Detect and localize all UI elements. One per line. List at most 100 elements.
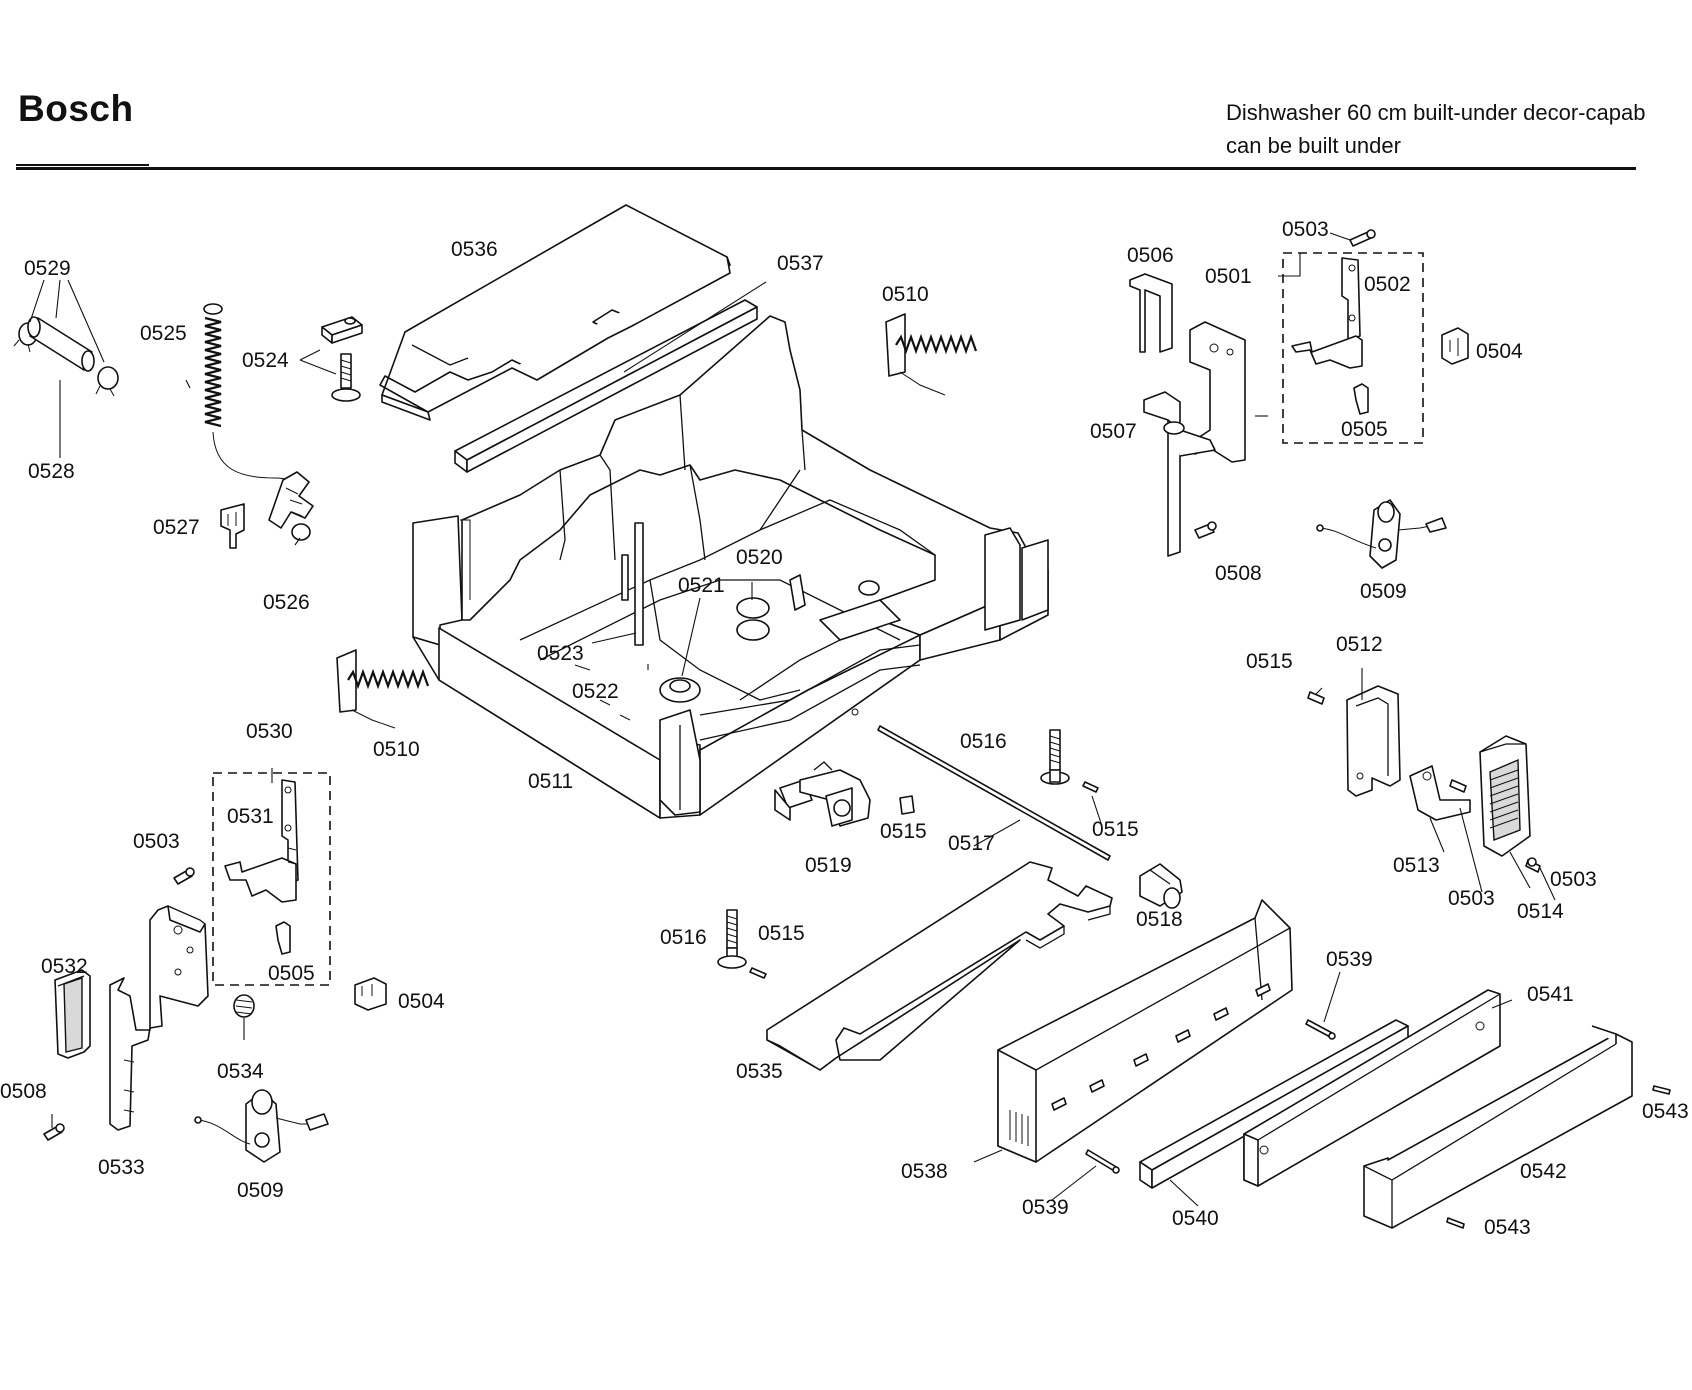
screw-0515-mid [899, 795, 915, 815]
callout-0529: 0529 [24, 257, 71, 280]
callout-0502: 0502 [1364, 273, 1411, 296]
screw-0508-bottom [43, 1123, 65, 1141]
callout-0524: 0524 [242, 349, 289, 372]
rod-0517 [877, 725, 1111, 861]
switch-0509-top [1316, 499, 1447, 569]
callout-0503-top: 0503 [1282, 218, 1329, 241]
pin-0539-top [1305, 1019, 1336, 1040]
callout-0507: 0507 [1090, 420, 1137, 443]
leveling-foot-0516-bottom [717, 909, 747, 969]
callout-0536: 0536 [451, 238, 498, 261]
hose-clamp-right [95, 366, 119, 397]
base-plate-0535 [766, 861, 1113, 1071]
valve-0519 [774, 761, 871, 827]
screw-0503-right-a [1449, 779, 1467, 793]
callout-0516-bottom: 0516 [660, 926, 707, 949]
leveling-foot-0516-top [1040, 729, 1070, 785]
callout-0517: 0517 [948, 832, 995, 855]
base-tub-0511 [412, 315, 1049, 819]
callout-0501: 0501 [1205, 265, 1252, 288]
callout-0513: 0513 [1393, 854, 1440, 877]
callout-0503-right-a: 0503 [1448, 887, 1495, 910]
bracket-0506 [1129, 273, 1173, 353]
callout-0505-top: 0505 [1341, 418, 1388, 441]
clip-0505-top [1353, 383, 1369, 415]
screw-0515-bottom [749, 967, 767, 979]
callout-labels: 0529 0528 0525 0524 0536 0537 0510 0506 … [0, 218, 1689, 1239]
screw-0503-top [1349, 229, 1376, 247]
brand-name: Bosch [18, 88, 134, 129]
callout-0514: 0514 [1517, 900, 1564, 923]
panel-0541 [1243, 989, 1501, 1187]
callout-0535: 0535 [736, 1060, 783, 1083]
callout-0508-top: 0508 [1215, 562, 1262, 585]
cover-0512 [1346, 685, 1401, 797]
callout-0509-top: 0509 [1360, 580, 1407, 603]
callout-0515-right: 0515 [1246, 650, 1293, 673]
screw-0503-bottom [173, 867, 195, 885]
hinge-part-0531 [224, 779, 299, 903]
callout-0508-bottom: 0508 [0, 1080, 47, 1103]
trim-0542 [1363, 1025, 1633, 1229]
callout-0518: 0518 [1136, 908, 1183, 931]
model-description: Dishwasher 60 cm built-under decor-capab… [1226, 96, 1645, 162]
callout-0521: 0521 [678, 574, 725, 597]
spring-bracket-0510-top [885, 313, 978, 396]
sensor-0518 [1139, 863, 1183, 909]
hose-sleeve-part [27, 316, 95, 372]
callout-0541: 0541 [1527, 983, 1574, 1006]
insulation-panel-0536 [379, 204, 731, 421]
callout-0522: 0522 [572, 680, 619, 703]
drain-hose-spring [203, 303, 314, 541]
callout-0543-bottom: 0543 [1484, 1216, 1531, 1239]
bracket-0513 [1409, 765, 1471, 821]
handle-0532 [54, 969, 91, 1059]
callout-0509-bottom: 0509 [237, 1179, 284, 1202]
insulation-strip-0537 [454, 299, 758, 473]
callout-0538: 0538 [901, 1160, 948, 1183]
callout-0504-top: 0504 [1476, 340, 1523, 363]
callout-0542: 0542 [1520, 1160, 1567, 1183]
spring-bracket-0510-bottom [336, 649, 430, 729]
callout-0539-top: 0539 [1326, 948, 1373, 971]
hinge-plate-0533 [109, 905, 209, 1131]
screw-0503-right-b [1525, 857, 1541, 873]
callout-0515-mid: 0515 [880, 820, 927, 843]
callout-0503-bottom: 0503 [133, 830, 180, 853]
callout-0506: 0506 [1127, 244, 1174, 267]
callout-0540: 0540 [1172, 1207, 1219, 1230]
callout-0530: 0530 [246, 720, 293, 743]
model-description-line-1: Dishwasher 60 cm built-under decor-capab [1226, 100, 1646, 125]
callout-0504-bottom: 0504 [398, 990, 445, 1013]
callout-0520: 0520 [736, 546, 783, 569]
callout-0510-bottom: 0510 [373, 738, 420, 761]
header-rule [16, 167, 1636, 170]
callout-0526: 0526 [263, 591, 310, 614]
callout-0539-bottom: 0539 [1022, 1196, 1069, 1219]
callout-0532: 0532 [41, 955, 88, 978]
callout-0537: 0537 [777, 252, 824, 275]
switch-0509-bottom [194, 1089, 329, 1163]
callout-0519: 0519 [805, 854, 852, 877]
hose-bracket-0527 [220, 503, 245, 549]
callout-0534: 0534 [217, 1060, 264, 1083]
screw-0543-bottom [1446, 1217, 1465, 1229]
leader-lines [29, 232, 1556, 1207]
screw-0524 [321, 316, 363, 402]
knob-0534 [233, 994, 255, 1018]
callout-0523: 0523 [537, 642, 584, 665]
callout-0533: 0533 [98, 1156, 145, 1179]
clip-0505-bottom [275, 921, 291, 955]
callout-0525: 0525 [140, 322, 187, 345]
block-0504-top [1441, 327, 1469, 365]
callout-0527: 0527 [153, 516, 200, 539]
block-0504-bottom [354, 977, 387, 1011]
screw-0543-right [1652, 1085, 1671, 1095]
hinge-part-0502 [1291, 257, 1363, 369]
hinge-plate-0507 [1143, 321, 1246, 557]
callout-0505-bottom: 0505 [268, 962, 315, 985]
screw-0515-right [1307, 691, 1325, 705]
vent-cover-0514 [1479, 735, 1531, 857]
callout-0531: 0531 [227, 805, 274, 828]
